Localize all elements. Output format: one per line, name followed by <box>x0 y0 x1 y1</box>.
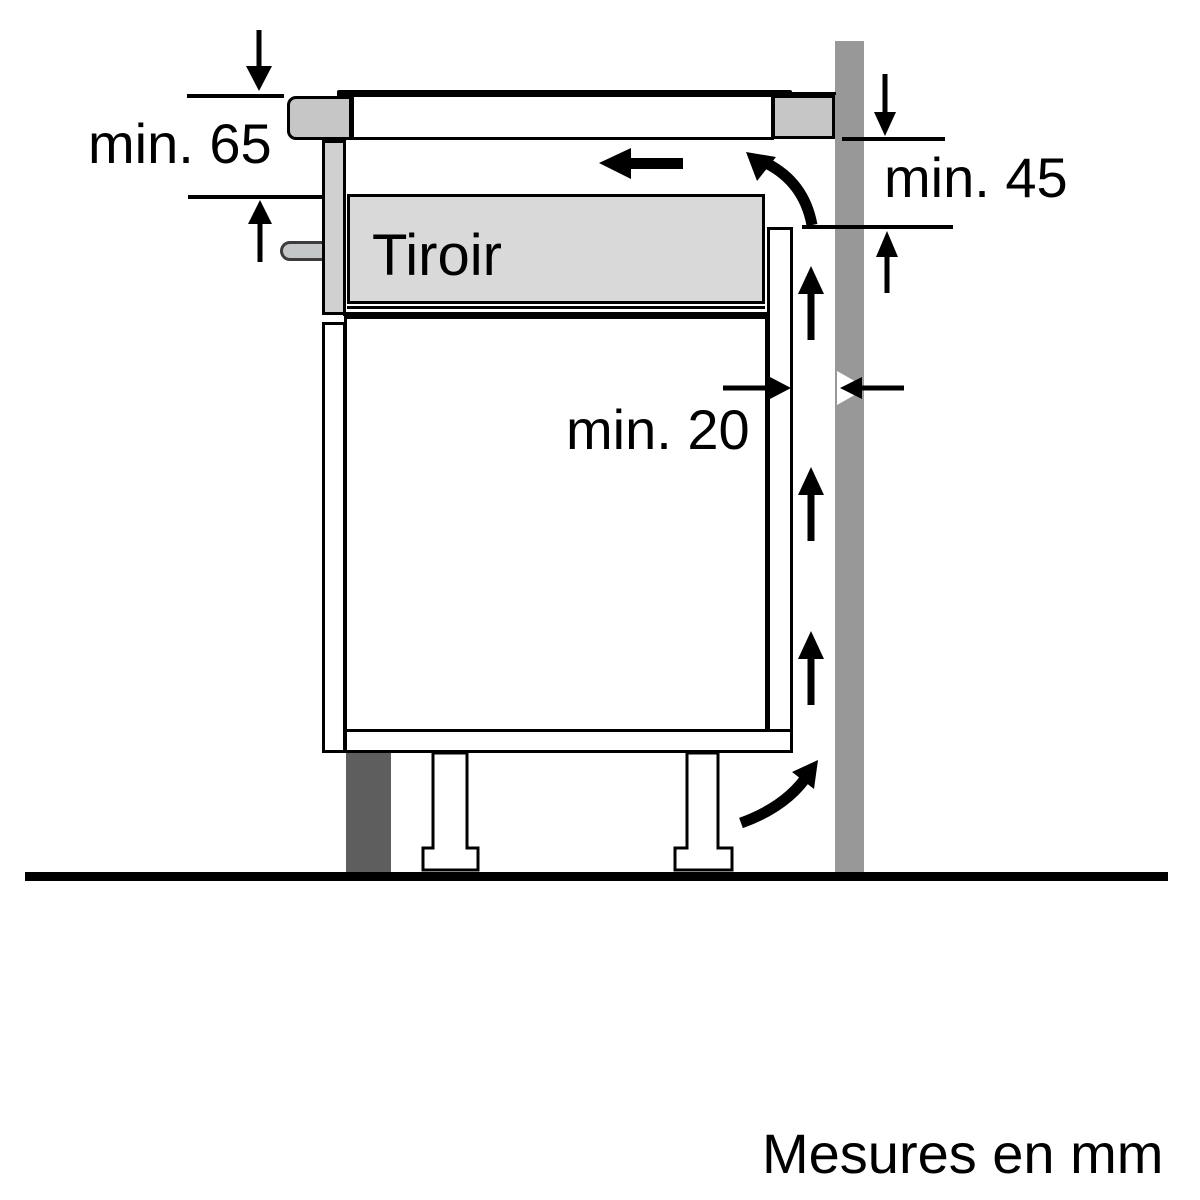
dimension-label-min65: min. 65 <box>88 112 272 175</box>
cabinet-interior <box>344 316 768 732</box>
airflow-up-arrow-icon <box>798 266 824 340</box>
dimension-label-min45: min. 45 <box>884 146 1068 209</box>
cabinet-front-trim <box>322 140 346 315</box>
units-note: Mesures en mm <box>762 1122 1164 1185</box>
plinth <box>346 752 391 872</box>
cabinet-bottom-panel <box>344 729 793 753</box>
cabinet-back-panel <box>767 227 793 732</box>
hob-body <box>351 94 774 140</box>
cabinet-leg-rear <box>673 751 734 872</box>
drawer-handle-pin <box>280 241 326 261</box>
worktop-right-section <box>772 95 835 139</box>
drawer-runner-line <box>347 306 765 309</box>
dim65-down-arrow-icon <box>246 30 272 91</box>
dimension-label-min20: min. 20 <box>566 398 750 461</box>
wall <box>835 41 864 873</box>
airflow-up-arrow-icon <box>798 631 824 705</box>
dimension-line-right-top <box>842 137 945 141</box>
dimension-line-right-bottom <box>802 225 953 229</box>
dim45-up-arrow-icon <box>876 231 898 293</box>
cabinet-top-rail-line <box>343 312 768 316</box>
cabinet-side-panel <box>322 322 346 753</box>
airflow-left-arrow-icon <box>599 148 683 179</box>
dimension-line-left-bottom <box>188 195 322 199</box>
hob-glass-top <box>337 90 792 97</box>
drawer-box: Tiroir <box>347 194 765 304</box>
cabinet-leg-front <box>421 751 480 872</box>
worktop-top-edge-line <box>789 92 836 95</box>
worktop-left-section <box>287 96 352 140</box>
dimension-line-left-top <box>187 94 284 98</box>
drawer-label: Tiroir <box>372 223 502 288</box>
dim65-up-arrow-icon <box>248 200 272 262</box>
dim45-down-arrow-icon <box>874 74 896 136</box>
airflow-up-arrow-icon <box>798 467 824 541</box>
floor-line <box>25 872 1168 881</box>
airflow-curved-arrow-bottom-icon <box>739 760 818 829</box>
